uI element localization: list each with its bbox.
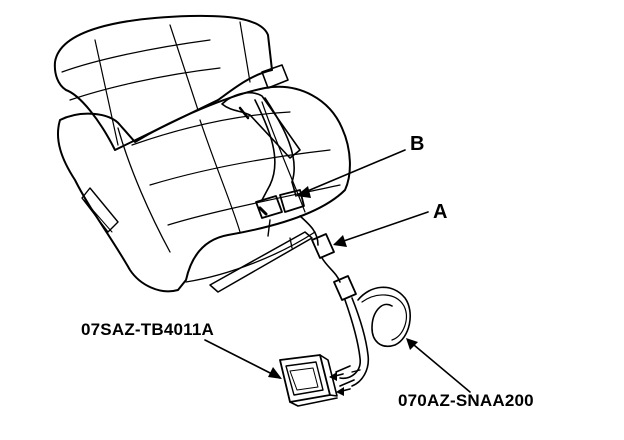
seat-wiring [221,64,301,201]
arrowhead-plug-upper [329,372,337,381]
arrowhead-plug-lower [336,387,344,396]
connector-b [255,189,305,237]
seat-back [53,14,273,151]
arrowhead-left-tool [268,367,282,379]
arrowhead-right-tool [406,338,418,350]
leader-lines [204,149,471,393]
callout-b: B [410,133,425,155]
simulator-box [279,354,338,407]
arrowhead-b [296,186,311,198]
seat-cushion [56,85,351,293]
callout-left-tool: 07SAZ-TB4011A [81,320,214,339]
arrowhead-a [333,235,347,247]
connector-a [299,215,357,301]
callout-a: A [433,201,448,223]
test-harness [335,286,411,387]
callout-right-tool: 070AZ-SNAA200 [398,391,534,410]
